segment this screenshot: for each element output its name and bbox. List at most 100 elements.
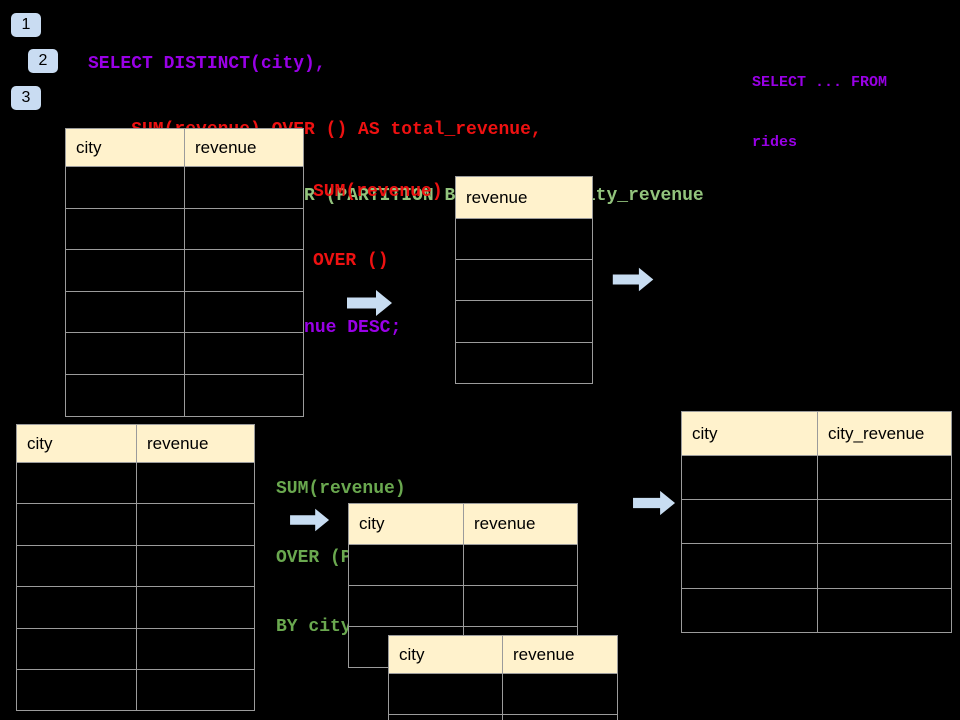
table-cell <box>136 627 255 670</box>
table-row <box>348 585 578 627</box>
table-cell <box>348 544 464 586</box>
column-header-revenue: revenue <box>502 635 618 674</box>
table-cell <box>136 544 255 588</box>
table-row <box>455 259 593 302</box>
table-cell <box>388 673 503 715</box>
table-cell <box>681 587 818 633</box>
table-cell <box>184 290 304 334</box>
step-1-badge: 1 <box>11 13 41 37</box>
sql-code-line-select: SELECT DISTINCT(city), <box>88 54 326 74</box>
table-row <box>65 249 304 292</box>
step-2-badge: 2 <box>28 49 58 73</box>
table-cell <box>65 207 185 251</box>
table-cell <box>455 259 593 302</box>
table-cell <box>136 586 255 629</box>
table-city-result: city city_revenue <box>681 411 952 633</box>
table-cell <box>65 290 185 334</box>
step-3-badge: 3 <box>11 86 41 110</box>
sql-side-code: SELECT ... FROM rides <box>752 33 887 193</box>
column-header-revenue: revenue <box>463 503 578 545</box>
column-header-city: city <box>348 503 464 545</box>
column-header-city: city <box>388 635 503 674</box>
table-row <box>16 668 255 712</box>
table-cell <box>16 668 137 712</box>
table-header-row: city revenue <box>388 635 618 674</box>
table-cell <box>817 543 952 589</box>
table-partition-overlay: city revenue <box>388 635 618 720</box>
table-row <box>455 341 593 384</box>
table-cell <box>136 503 255 546</box>
table-cell <box>681 499 818 545</box>
table-row <box>16 627 255 670</box>
table-cell <box>455 217 593 261</box>
table-cell <box>463 544 578 586</box>
table-row <box>16 461 255 505</box>
table-row <box>65 290 304 334</box>
table-cell <box>16 503 137 546</box>
table-row <box>681 499 952 545</box>
table-row <box>65 332 304 375</box>
table-header-row: city city_revenue <box>681 411 952 456</box>
column-header-city: city <box>16 424 137 463</box>
table-cell <box>184 249 304 292</box>
table-cell <box>65 249 185 292</box>
table-row <box>65 166 304 209</box>
table-cell <box>388 714 503 720</box>
table-cell <box>455 341 593 384</box>
arrow-right-icon <box>290 508 330 532</box>
table-row <box>455 217 593 261</box>
table-cell <box>681 543 818 589</box>
table-row <box>65 207 304 251</box>
column-header-revenue: revenue <box>136 424 255 463</box>
table-row <box>388 673 618 715</box>
table-cell <box>65 166 185 209</box>
table-row <box>681 587 952 633</box>
column-header-revenue: revenue <box>455 176 593 219</box>
table-cell <box>184 207 304 251</box>
table-total-result: revenue <box>455 176 593 384</box>
table-cell <box>502 714 618 720</box>
table-cell <box>463 585 578 627</box>
column-header-city-revenue: city_revenue <box>817 411 952 456</box>
table-cell <box>16 627 137 670</box>
table-row <box>65 373 304 417</box>
table-cell <box>65 373 185 417</box>
table-header-row: city revenue <box>16 424 255 463</box>
table-row <box>455 300 593 343</box>
table-header-row: city revenue <box>348 503 578 545</box>
column-header-city: city <box>681 411 818 456</box>
sql-side-code-line: SELECT ... FROM <box>752 74 888 91</box>
table-row <box>388 714 618 720</box>
table-cell <box>16 461 137 505</box>
table-cell <box>65 332 185 375</box>
table-row <box>681 454 952 501</box>
arrow-right-icon <box>633 490 676 516</box>
table-cell <box>681 454 818 501</box>
table-cell <box>184 332 304 375</box>
table-row <box>16 544 255 588</box>
table-cell <box>184 166 304 209</box>
table-cell <box>136 668 255 712</box>
table-header-row: revenue <box>455 176 593 219</box>
sql-side-code-line: rides <box>752 134 798 151</box>
table-source-top: city revenue <box>65 128 304 417</box>
arrow-right-icon <box>347 290 392 316</box>
table-cell <box>136 461 255 505</box>
table-row <box>348 544 578 586</box>
table-cell <box>817 587 952 633</box>
table-cell <box>16 544 137 588</box>
table-cell <box>16 586 137 629</box>
table-row <box>16 503 255 546</box>
table-row <box>16 586 255 629</box>
column-header-city: city <box>65 128 185 167</box>
table-row <box>681 543 952 589</box>
table-cell <box>817 499 952 545</box>
table-cell <box>817 454 952 501</box>
table-cell <box>455 300 593 343</box>
total-revenue-label: SUM(revenue) OVER () <box>313 182 443 271</box>
column-header-revenue: revenue <box>184 128 304 167</box>
table-cell <box>502 673 618 715</box>
arrow-right-icon <box>612 267 654 292</box>
table-cell <box>184 373 304 417</box>
